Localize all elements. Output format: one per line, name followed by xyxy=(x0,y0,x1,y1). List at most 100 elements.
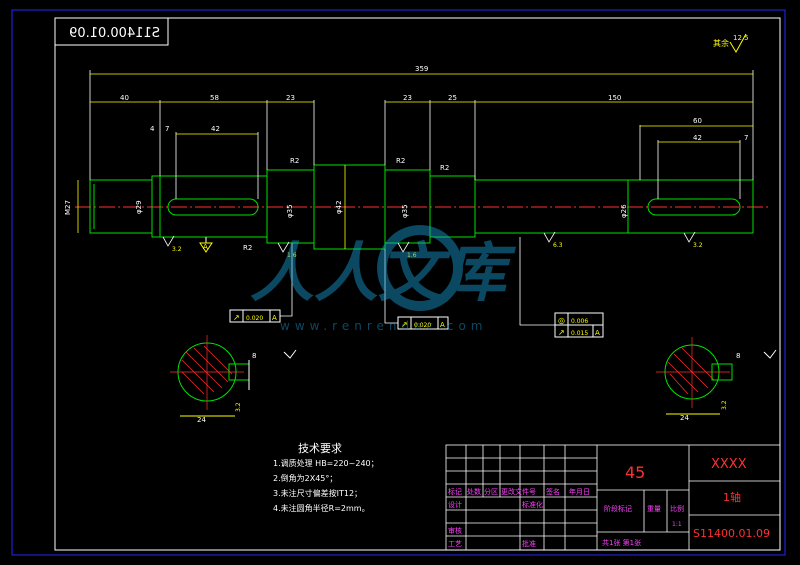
watermark: 人人文库 www.renrendoc.com xyxy=(250,225,517,333)
tech-req-1: 1.调质处理 HB=220~240； xyxy=(273,458,379,468)
extension-lines xyxy=(89,70,754,199)
svg-text:24: 24 xyxy=(680,414,689,422)
tolerance-frame-4: ↗ 0.015 A xyxy=(554,324,604,338)
dim-key-left-offset: 7 xyxy=(165,125,169,133)
tech-requirements: 技术要求 1.调质处理 HB=220~240； 2.倒角为2X45°； 3.未注… xyxy=(273,442,379,513)
dim-dia-collar-right: φ35 xyxy=(401,204,409,218)
tech-req-4: 4.未注圆角半径R=2mm。 xyxy=(273,503,370,513)
roughness-note-symbol xyxy=(729,33,747,53)
dim-dia-collar-left: φ35 xyxy=(286,204,294,218)
svg-text:3.2: 3.2 xyxy=(721,400,728,410)
svg-text:↗: ↗ xyxy=(401,320,408,329)
svg-text:A: A xyxy=(203,243,208,251)
dim-overall-length: 359 xyxy=(415,65,428,73)
leader-tol-3 xyxy=(519,237,555,326)
dim-dia-right: φ26 xyxy=(620,204,628,218)
roughness-symbol-a xyxy=(162,235,175,247)
leader-tol-1 xyxy=(280,243,293,317)
roughness-a: 3.2 xyxy=(172,246,182,253)
tolerance-frame-2: ↗ 0.020 A xyxy=(397,316,449,330)
tech-req-title: 技术要求 xyxy=(298,442,342,455)
tolerance-frame-3: ◎ 0.006 xyxy=(554,312,604,326)
dim-seg-40: 40 xyxy=(120,94,129,102)
svg-text:24: 24 xyxy=(197,416,206,424)
dim-seg-25: 25 xyxy=(448,94,457,102)
stage-weight: 重量 xyxy=(647,505,661,513)
roughness-e: 3.2 xyxy=(693,242,703,249)
title-block xyxy=(445,444,781,551)
title-material: 45 xyxy=(625,463,645,482)
watermark-url: www.renrendoc.com xyxy=(280,319,487,333)
chamfer-a: R2 xyxy=(243,244,252,252)
drawing-number-mirrored: S11400.01.09 xyxy=(69,26,160,41)
hdr-sign: 签名 xyxy=(546,487,560,496)
svg-text:8: 8 xyxy=(736,352,740,360)
row-design: 设计 xyxy=(448,500,462,509)
title-drawing-no: S11400.01.09 xyxy=(693,527,770,540)
svg-text:◎: ◎ xyxy=(558,316,565,325)
svg-text:A: A xyxy=(272,314,277,322)
roughness-symbol-b xyxy=(277,241,290,253)
row-review: 审核 xyxy=(448,526,462,535)
hdr-count: 处数 xyxy=(467,487,481,496)
dim-dia-mid: φ42 xyxy=(335,200,343,214)
dim-key-right-total: 60 xyxy=(693,117,702,125)
section-view-left: 24 8 3.2 xyxy=(170,335,297,424)
svg-text:0.020: 0.020 xyxy=(414,322,431,329)
row-standard: 标准化 xyxy=(522,500,543,509)
roughness-d: 6.3 xyxy=(553,242,563,249)
roughness-symbol-e xyxy=(683,231,696,243)
title-part-name: 1轴 xyxy=(723,490,741,504)
stage-mark: 阶段标记 xyxy=(604,504,632,513)
dim-seg-150: 150 xyxy=(608,94,621,102)
inner-frame xyxy=(54,17,781,551)
scale-value: 1:1 xyxy=(672,521,682,528)
roughness-symbol-c xyxy=(397,241,410,253)
section-view-right: 24 8 3.2 xyxy=(656,337,777,422)
dim-dia-left: φ29 xyxy=(135,200,143,214)
dim-seg-23b: 23 xyxy=(403,94,412,102)
dim-key-right-offset: 7 xyxy=(744,134,748,142)
tech-req-2: 2.倒角为2X45°； xyxy=(273,473,337,483)
outer-frame xyxy=(11,9,786,556)
roughness-note-value: 12.5 xyxy=(733,34,749,42)
svg-text:3.2: 3.2 xyxy=(235,402,242,412)
svg-text:↗: ↗ xyxy=(558,328,565,337)
tolerance-frame-1: ↗ 0.020 A xyxy=(229,309,281,323)
roughness-symbol-d xyxy=(543,231,556,243)
row-approve: 批准 xyxy=(522,539,536,548)
dimension-lines xyxy=(77,73,753,249)
sheet-info: 共1张 第1张 xyxy=(602,538,641,547)
hdr-mark: 标记 xyxy=(448,487,462,496)
roughness-note-label: 其余 xyxy=(713,38,729,48)
watermark-text: 人人文库 xyxy=(250,237,517,311)
dim-key-left-len: 42 xyxy=(211,125,220,133)
title-company: XXXX xyxy=(711,457,747,472)
stage-scale: 比例 xyxy=(670,504,684,513)
svg-text:8: 8 xyxy=(252,352,256,360)
leader-tol-2 xyxy=(384,249,398,324)
dim-seg-23a: 23 xyxy=(286,94,295,102)
drawing-number-box xyxy=(54,17,169,46)
fillet-r2-a: R2 xyxy=(290,157,299,165)
dim-thread: M27 xyxy=(64,200,72,215)
tech-req-3: 3.未注尺寸偏差按IT12； xyxy=(273,488,362,498)
svg-text:A: A xyxy=(595,329,600,337)
svg-text:↗: ↗ xyxy=(233,313,240,322)
row-process: 工艺 xyxy=(448,540,462,548)
fillet-r2-b: R2 xyxy=(396,157,405,165)
fillet-r2-c: R2 xyxy=(440,164,449,172)
hdr-zone: 分区 xyxy=(484,487,498,496)
svg-text:A: A xyxy=(440,321,445,329)
datum-marker: A xyxy=(199,237,213,253)
svg-text:0.015: 0.015 xyxy=(571,330,588,337)
dim-key-right-len: 42 xyxy=(693,134,702,142)
dim-seg-58: 58 xyxy=(210,94,219,102)
dim-key-left-small: 4 xyxy=(150,125,155,133)
roughness-c: 1.6 xyxy=(407,252,417,259)
svg-text:0.020: 0.020 xyxy=(246,315,263,322)
svg-text:0.006: 0.006 xyxy=(571,318,588,325)
hdr-date: 年月日 xyxy=(569,487,590,496)
hdr-change-doc: 更改文件号 xyxy=(501,487,536,496)
